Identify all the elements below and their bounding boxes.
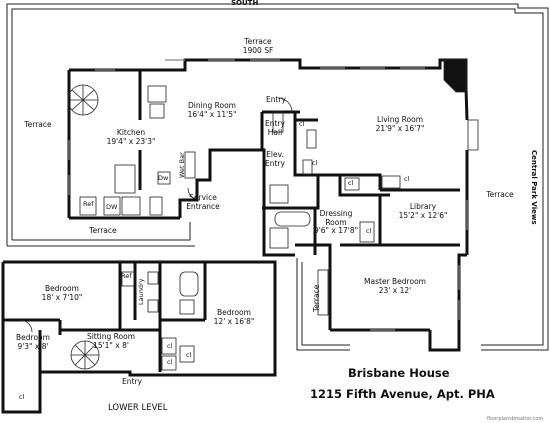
kitchen-label: Kitchen 19'4" x 23'3" [106,128,156,146]
lower-bedroom-1-label: Bedroom 18' x 7'10" [41,284,83,302]
building-address: 1215 Fifth Avenue, Apt. PHA [310,387,495,401]
service-name2: Entrance [186,201,220,211]
bedroom1-name: Bedroom [45,284,79,293]
south-label: SOUTH [231,0,259,7]
lower-closet-1: cl [19,393,25,401]
lower-fixtures [19,271,199,371]
upper-fixtures [67,59,479,316]
lower-level-walls [1,260,277,414]
terrace-south-label: Terrace [312,284,321,312]
lower-closet-3: cl [167,342,173,350]
elev-entry-name2: Entry [265,158,285,168]
terrace-east-label: Terrace [486,190,514,200]
library-name: Library [409,202,437,211]
dining-dims: 16'4" x 11'5" [187,109,237,119]
dressing-name2: Room [325,217,347,227]
elev-entry-name: Elev. [266,150,284,159]
sitting-name: Sitting Room [86,332,136,341]
bedroom2-name: Bedroom [16,333,50,342]
sitting-room-label: Sitting Room 15'1" x 8' [86,332,136,350]
bedroom1-dims: 18' x 7'10" [41,292,83,302]
watermark: floorplansbrealtor.com [487,416,544,422]
terrace-sw-label: Terrace [89,226,117,236]
fireplace-label: FPL [455,83,467,91]
dressing-dims: 9'6" x 17'8" [313,226,359,235]
lower-level-label: LOWER LEVEL [108,403,168,413]
lower-closet-4: cl [167,358,173,366]
lower-bedroom-2-label: Bedroom 9'3" x 8' [16,333,50,351]
entry-hall-name2: Hall [267,127,283,137]
kitchen-dims: 19'4" x 23'3" [106,136,156,146]
laundry-label: Laundry [137,278,145,306]
entry-hall-name: Entry [265,119,285,128]
closet-label-dressing: cl [348,179,354,187]
library-label: Library 15'2" x 12'6" [398,202,448,220]
bedroom3-name: Bedroom [217,308,251,317]
building-name: Brisbane House [348,366,450,380]
dining-name: Dining Room [188,101,236,110]
terrace-east-name: Terrace [486,190,514,199]
terrace-west-label: Terrace [24,120,52,130]
upper-windows [68,59,468,331]
terrace-main-area: 1900 SF [242,45,274,55]
terrace-main-label: Terrace 1900 SF [242,37,274,55]
entry-label: Entry [266,95,286,105]
entry-hall-label: Entry Hall [265,119,285,137]
terrace-outline [6,3,549,351]
library-dims: 15'2" x 12'6" [398,210,448,220]
dressing-name: Dressing [319,209,353,218]
bedroom3-dims: 12' x 16'8" [213,316,255,326]
lower-closet-2: cl [186,351,192,359]
lower-entry-label: Entry [122,377,142,387]
central-park-views-label: Central Park Views [530,150,538,225]
terrace-main-name: Terrace [244,37,272,46]
dw2-label: Dw [158,174,169,182]
lower-bedroom-3-label: Bedroom 12' x 16'8" [213,308,255,326]
ref-label: Ref [83,200,94,208]
terrace-west-name: Terrace [24,120,52,129]
service-name: Service [189,193,217,202]
master-bedroom-label: Master Bedroom 23' x 12' [364,277,426,295]
living-name: Living Room [376,115,424,124]
bedroom2-dims: 9'3" x 8' [17,341,49,351]
dining-room-label: Dining Room 16'4" x 11'5" [187,101,237,119]
entry-name: Entry [266,95,286,104]
service-entrance-label: Service Entrance [186,193,220,211]
kitchen-name: Kitchen [116,128,146,137]
dw-label: DW [106,203,118,211]
elev-entry-label: Elev. Entry [265,150,285,168]
living-room-label: Living Room 21'9" x 16'7" [375,115,425,133]
lower-ref-label: Ref [121,272,132,280]
master-dims: 23' x 12' [378,285,412,295]
living-dims: 21'9" x 16'7" [375,123,425,133]
sitting-dims: 15'1" x 8' [93,340,129,350]
closet-label-library: cl [404,175,410,183]
closet-label-entry: cl [299,120,305,128]
dressing-room-label: Dressing Room 9'6" x 17'8" [313,209,359,236]
wet-bar-label: Wet Bar [178,152,186,178]
terrace-sw-name: Terrace [89,226,117,235]
closet-label-elev: cl [312,159,318,167]
lower-entry-name: Entry [122,377,142,386]
master-name: Master Bedroom [364,277,426,286]
closet-label-library-2: cl [366,227,372,235]
